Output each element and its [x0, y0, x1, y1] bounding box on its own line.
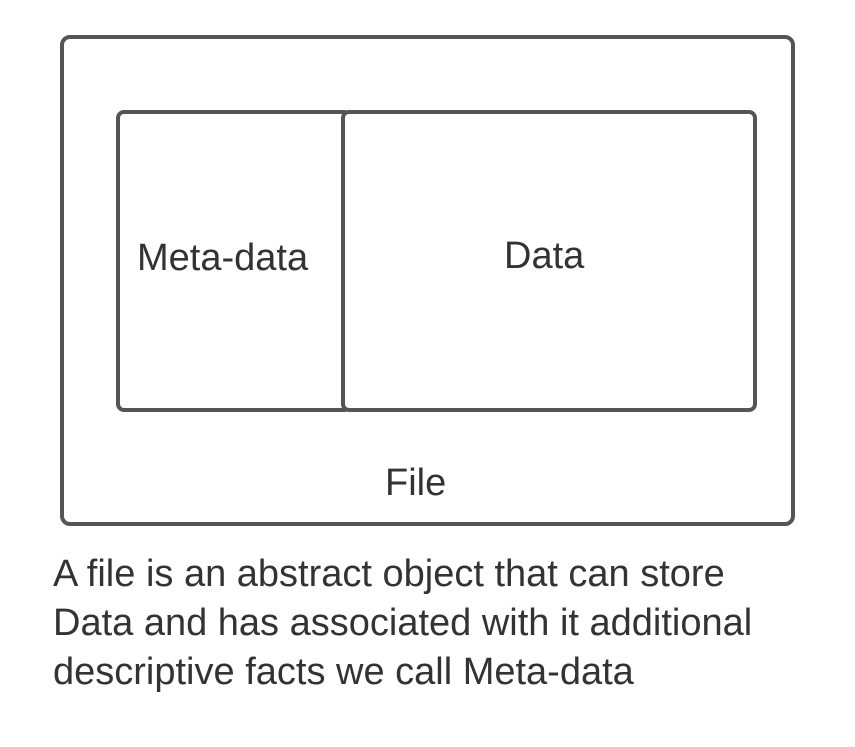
- caption-line-2: Data and has associated with it addition…: [53, 602, 753, 644]
- data-label: Data: [504, 235, 585, 277]
- caption-line-3: descriptive facts we call Meta-data: [53, 651, 634, 693]
- caption-line-1: A file is an abstract object that can st…: [53, 553, 725, 595]
- metadata-box: [116, 110, 352, 412]
- data-box: [341, 110, 757, 412]
- metadata-label: Meta-data: [137, 237, 309, 279]
- file-label: File: [385, 462, 447, 504]
- caption: A file is an abstract object that can st…: [53, 550, 843, 697]
